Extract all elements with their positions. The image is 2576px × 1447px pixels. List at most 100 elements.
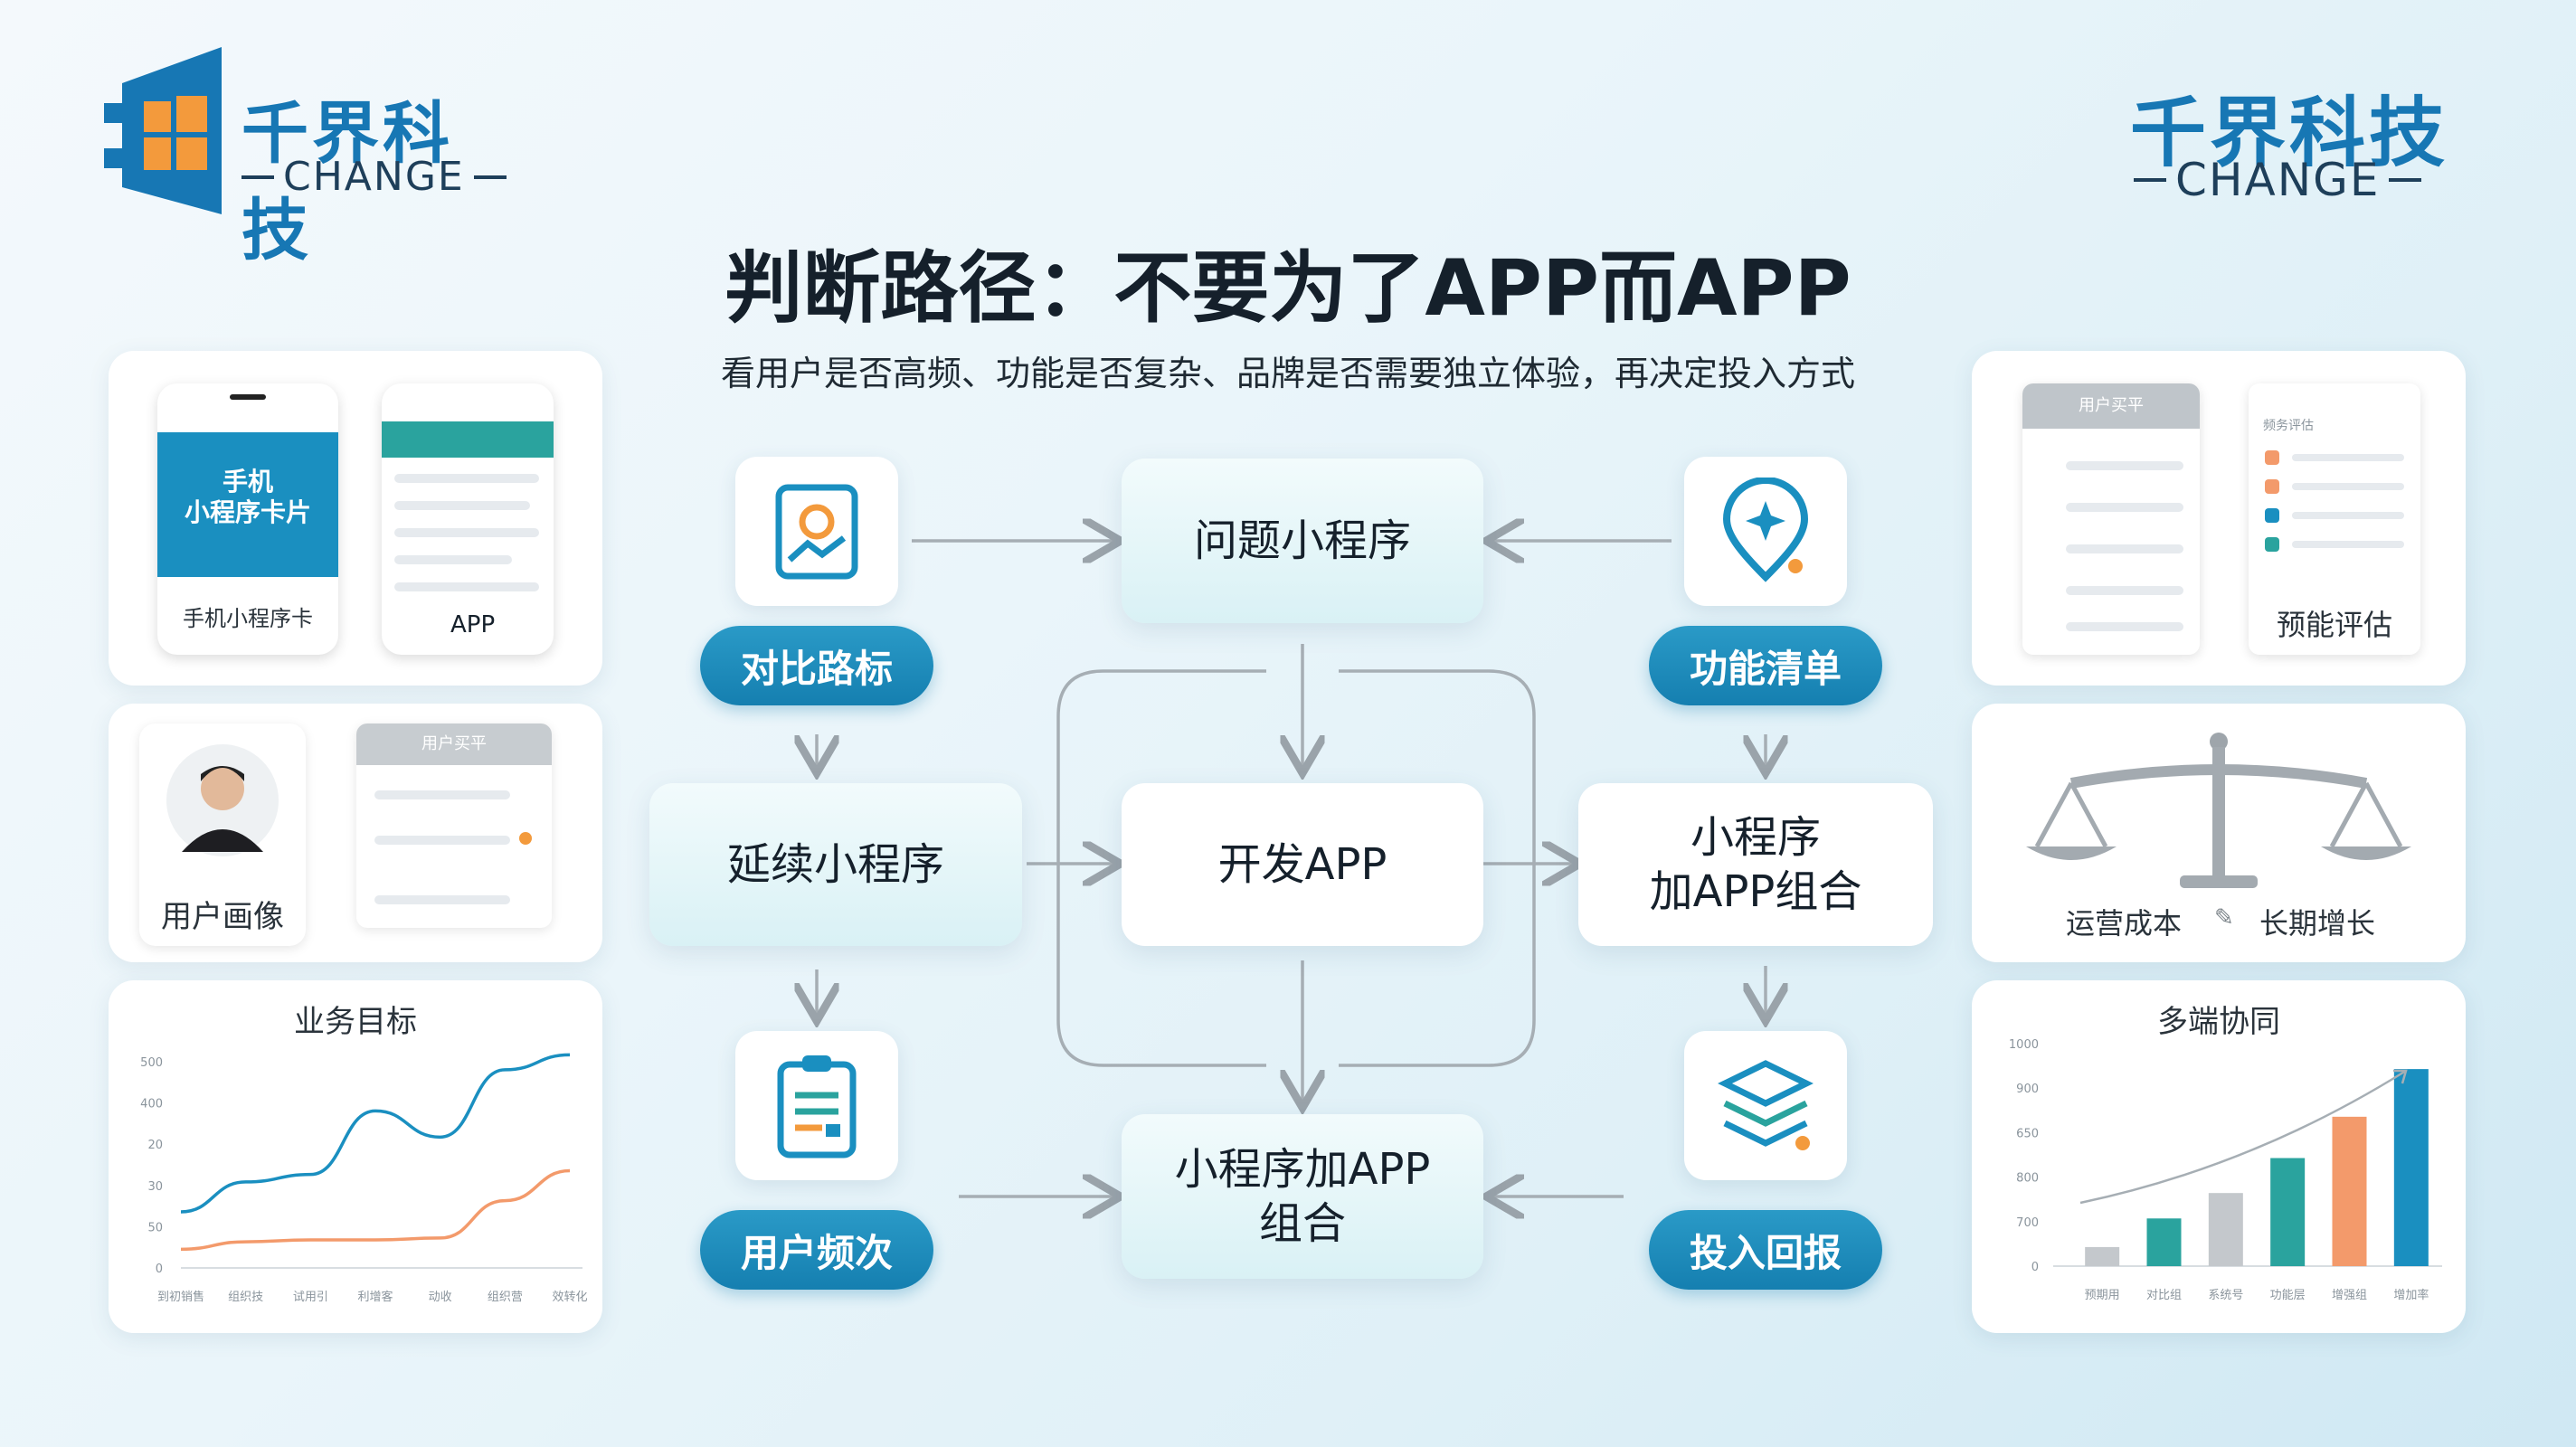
y-tick-label: 500 bbox=[140, 1056, 163, 1070]
user-panel-header: 用户买平 bbox=[356, 724, 552, 765]
x-tick-label: 增强组 bbox=[2332, 1289, 2367, 1302]
user-row bbox=[374, 836, 510, 845]
pill-roi[interactable]: 投入回报 bbox=[1649, 1210, 1882, 1290]
map-pin-card bbox=[735, 457, 898, 606]
layers-icon bbox=[1718, 1059, 1814, 1150]
growth-label: 长期增长 bbox=[2259, 906, 2376, 941]
phone-mini-program: 手机 小程序卡片 手机小程序卡 bbox=[157, 383, 338, 655]
y-tick-label: 700 bbox=[2016, 1216, 2039, 1230]
hand-icon: ✎ bbox=[2214, 904, 2234, 932]
flow-box-mid-left: 延续小程序 bbox=[649, 783, 1022, 946]
x-tick-label: 系统号 bbox=[2208, 1289, 2243, 1302]
eval-label: 预能评估 bbox=[2276, 608, 2392, 642]
eval-dot-orange bbox=[2265, 479, 2279, 494]
bar bbox=[2085, 1246, 2120, 1266]
eval-dot-blue bbox=[2265, 508, 2279, 523]
trend-arrow bbox=[2079, 1069, 2407, 1205]
series-line bbox=[180, 1168, 571, 1252]
x-tick-label: 利增客 bbox=[357, 1290, 393, 1304]
star-pin-icon bbox=[1722, 477, 1809, 582]
pill-features[interactable]: 功能清单 bbox=[1649, 626, 1882, 705]
y-tick-label: 1000 bbox=[2009, 1038, 2039, 1052]
flow-box-bottom: 小程序加APP 组合 bbox=[1122, 1114, 1483, 1279]
x-tick-label: 到初销售 bbox=[157, 1290, 204, 1304]
x-tick-label: 效转化 bbox=[552, 1291, 587, 1304]
app-label: APP bbox=[450, 611, 496, 638]
y-tick-label: 20 bbox=[147, 1139, 163, 1152]
eval-row bbox=[2066, 544, 2183, 553]
phone-card-banner bbox=[157, 432, 338, 577]
phone-app: APP bbox=[382, 383, 554, 655]
eval-row bbox=[2066, 503, 2183, 512]
clipboard-card bbox=[735, 1031, 898, 1180]
eval-dot-teal bbox=[2265, 537, 2279, 552]
logo-right-name: 千界科技 bbox=[2130, 89, 2449, 177]
series-line bbox=[180, 1053, 571, 1214]
page-subtitle: 看用户是否高频、功能是否复杂、品牌是否需要独立体验，再决定投入方式 bbox=[720, 354, 1855, 393]
bar bbox=[2270, 1158, 2306, 1266]
clipboard-icon bbox=[777, 1055, 857, 1158]
user-row bbox=[374, 895, 510, 904]
x-tick-label: 增加率 bbox=[2393, 1288, 2429, 1302]
y-tick-label: 0 bbox=[2031, 1261, 2039, 1274]
app-line bbox=[394, 582, 539, 591]
bar bbox=[2208, 1193, 2243, 1266]
user-row bbox=[374, 790, 510, 799]
app-line bbox=[394, 528, 539, 537]
x-tick-label: 组织营 bbox=[488, 1291, 523, 1304]
eval-row bbox=[2066, 461, 2183, 470]
eval-row bbox=[2292, 512, 2404, 519]
pill-frequency[interactable]: 用户频次 bbox=[700, 1210, 933, 1290]
y-tick-label: 30 bbox=[147, 1180, 163, 1194]
flow-box-mid-center: 开发APP bbox=[1122, 783, 1483, 946]
business-line-chart: 5004002030500到初销售组织技试用引利增客动收组织营效转化 bbox=[140, 1053, 588, 1304]
app-line bbox=[394, 555, 512, 564]
map-pin-icon bbox=[775, 484, 858, 579]
bar bbox=[2332, 1116, 2367, 1266]
bar bbox=[2393, 1069, 2429, 1266]
app-line bbox=[394, 474, 539, 483]
multi-chart-title: 多端协同 bbox=[2157, 1004, 2280, 1040]
logo-left-sub: CHANGE bbox=[242, 154, 507, 200]
avatar bbox=[166, 744, 279, 856]
star-pin-card bbox=[1684, 457, 1847, 606]
stack-card bbox=[1684, 1031, 1847, 1180]
y-tick-label: 800 bbox=[2016, 1172, 2039, 1186]
left-panel-portrait: 用户画像 用户买平 bbox=[109, 704, 602, 962]
y-tick-label: 50 bbox=[147, 1221, 163, 1234]
y-tick-label: 650 bbox=[2016, 1127, 2039, 1140]
eval-row bbox=[2292, 483, 2404, 490]
eval-row bbox=[2066, 586, 2183, 595]
logo-right-sub: CHANGE bbox=[2134, 154, 2422, 206]
x-tick-label: 组织技 bbox=[228, 1291, 263, 1304]
logo-left-name: 千界科技 bbox=[242, 95, 453, 270]
logo-mark-icon bbox=[104, 47, 222, 214]
x-tick-label: 预期用 bbox=[2085, 1289, 2120, 1302]
flow-box-top: 问题小程序 bbox=[1122, 459, 1483, 623]
phone-notch bbox=[230, 394, 266, 400]
x-tick-label: 动收 bbox=[429, 1291, 452, 1304]
x-tick-label: 试用引 bbox=[293, 1291, 328, 1304]
left-panel-phones: 手机 小程序卡片 手机小程序卡 APP bbox=[109, 351, 602, 686]
y-tick-label: 0 bbox=[156, 1263, 163, 1276]
logo-left: 千界科技 CHANGE bbox=[104, 47, 507, 270]
eval-dot-orange bbox=[2265, 450, 2279, 465]
portrait-label: 用户画像 bbox=[161, 899, 284, 935]
flow-box-mid-right: 小程序 加APP组合 bbox=[1578, 783, 1933, 946]
user-panel: 用户买平 bbox=[356, 724, 552, 928]
cost-label: 运营成本 bbox=[2066, 906, 2183, 941]
trend-arrow-head bbox=[2393, 1069, 2408, 1084]
y-tick-label: 400 bbox=[140, 1098, 163, 1111]
logo-right-sub-text: CHANGE bbox=[2175, 154, 2381, 206]
right-panel-eval: 用户买平 频务评估 预能评估 bbox=[1972, 351, 2466, 686]
eval-list-2: 频务评估 预能评估 bbox=[2249, 383, 2420, 655]
pill-compare[interactable]: 对比路标 bbox=[700, 626, 933, 705]
right-panel-balance: 运营成本 ✎ 长期增长 bbox=[1972, 704, 2466, 962]
page-title: 判断路径：不要为了APP而APP bbox=[724, 243, 1852, 334]
y-tick-label: 900 bbox=[2016, 1083, 2039, 1096]
phone-card-title: 手机 小程序卡片 bbox=[184, 467, 311, 527]
balance-scale-icon bbox=[2026, 733, 2411, 888]
x-tick-label: 对比组 bbox=[2146, 1289, 2182, 1302]
